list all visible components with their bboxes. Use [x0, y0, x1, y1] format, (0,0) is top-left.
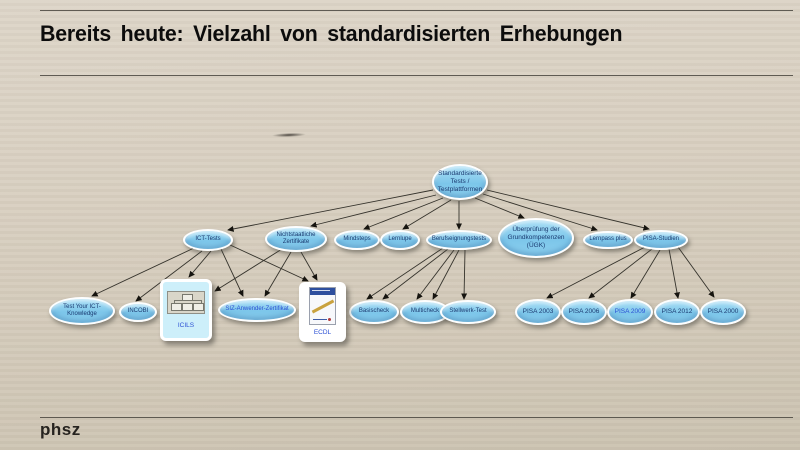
node-pisa-studien: PISA-Studien [634, 230, 688, 250]
title-divider [40, 75, 793, 76]
ecdl-card: ECDL [299, 282, 346, 342]
node-basischeck: Basischeck [349, 300, 399, 324]
node-root-standardisierte-tests: Standardisierte Tests / Testplattformen [432, 164, 488, 200]
icils-thumbnail-image [167, 291, 205, 314]
footer-divider [40, 417, 793, 418]
node-pisa-2009: PISA 2009 [607, 299, 653, 325]
node-incobi: INCOBI [119, 302, 157, 322]
node-pisa-2003: PISA 2003 [515, 299, 561, 325]
icils-card: ICILS [160, 279, 212, 341]
ecdl-certificate-image [309, 287, 336, 325]
node-nichtstaatliche-zertifikate: Nichtstaatliche Zertifikate [265, 226, 327, 252]
node-pisa-2000: PISA 2000 [700, 299, 746, 325]
node-pisa-2012: PISA 2012 [654, 299, 700, 325]
node-siz-anwender-zertifikat: SIZ-Anwender-Zertifikat [218, 298, 296, 322]
node-test-your-ict-knowledge: Test Your ICT-Knowledge [49, 297, 115, 325]
node-ict-tests: ICT-Tests [183, 229, 233, 251]
node-pisa-2006: PISA 2006 [561, 299, 607, 325]
node-lernpass-plus: Lernpass plus [583, 231, 633, 249]
phsz-logo: phsz [40, 420, 81, 439]
node-stellwerk-test: Stellwerk-Test [440, 300, 496, 324]
node-lernlupe: Lernlupe [380, 230, 420, 250]
top-divider [40, 10, 793, 11]
slide-title: Bereits heute: Vielzahl von standardisie… [40, 21, 623, 46]
ecdl-label: ECDL [313, 329, 332, 336]
node-mindsteps: Mindsteps [334, 230, 380, 250]
node-berufseignungstests: Berufseignungstests [426, 230, 492, 250]
ink-smudge [271, 132, 307, 138]
node-uegk: Überprüfung der Grundkompetenzen (ÜGK) [498, 218, 574, 258]
icils-label: ICILS [177, 322, 195, 329]
